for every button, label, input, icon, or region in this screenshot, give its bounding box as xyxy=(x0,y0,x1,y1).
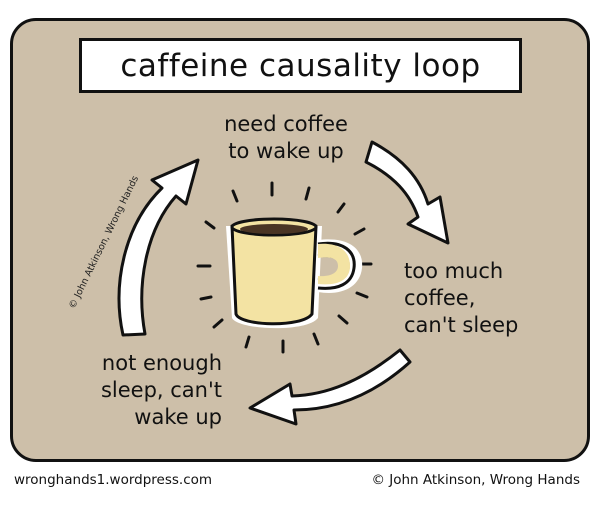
coffee-mug-icon xyxy=(226,217,363,329)
arrow-to-left xyxy=(248,348,412,426)
label-line: too much xyxy=(404,259,504,283)
arrow-to-top xyxy=(117,158,200,337)
label-line: wake up xyxy=(134,405,222,429)
label-line: sleep, can't xyxy=(100,378,222,402)
label-not-enough-sleep: not enough sleep, can't wake up xyxy=(70,350,222,431)
footer-copyright: © John Atkinson, Wrong Hands xyxy=(371,472,580,488)
radiating-lines xyxy=(196,181,373,354)
label-need-coffee: need coffee to wake up xyxy=(196,111,376,165)
label-line: coffee, xyxy=(404,286,476,310)
label-line: to wake up xyxy=(228,139,344,163)
label-line: need coffee xyxy=(224,112,348,136)
arrow-to-right xyxy=(364,140,450,245)
label-line: not enough xyxy=(101,351,222,375)
footer-website: wronghands1.wordpress.com xyxy=(14,472,213,488)
diagram-title: caffeine causality loop xyxy=(79,38,522,93)
label-too-much-coffee: too much coffee, can't sleep xyxy=(404,258,574,339)
label-line: can't sleep xyxy=(404,313,519,337)
